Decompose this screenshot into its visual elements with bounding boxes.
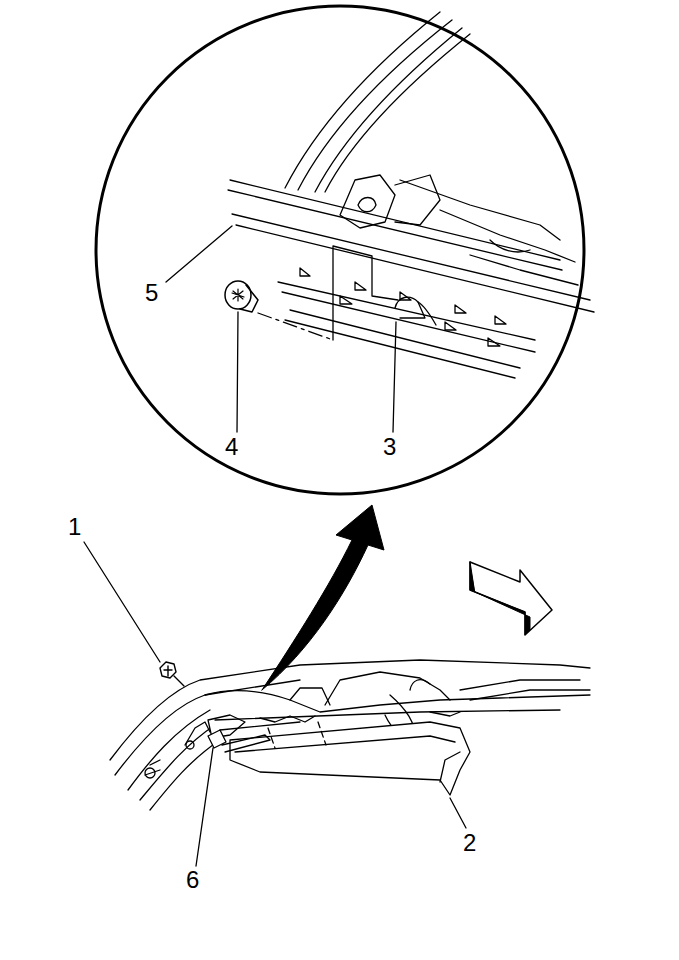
callout-number: 3 — [381, 434, 398, 460]
callout-number: 2 — [461, 830, 478, 856]
callout-number: 4 — [223, 434, 240, 460]
callout-number: 1 — [66, 514, 83, 540]
callout-number: 6 — [184, 867, 201, 893]
callout-number: 5 — [143, 280, 160, 306]
direction-arrow — [470, 562, 552, 635]
vehicle-roof-view — [110, 660, 590, 810]
screw-detail — [225, 281, 258, 312]
detail-frame — [228, 12, 594, 378]
screw — [160, 662, 184, 686]
